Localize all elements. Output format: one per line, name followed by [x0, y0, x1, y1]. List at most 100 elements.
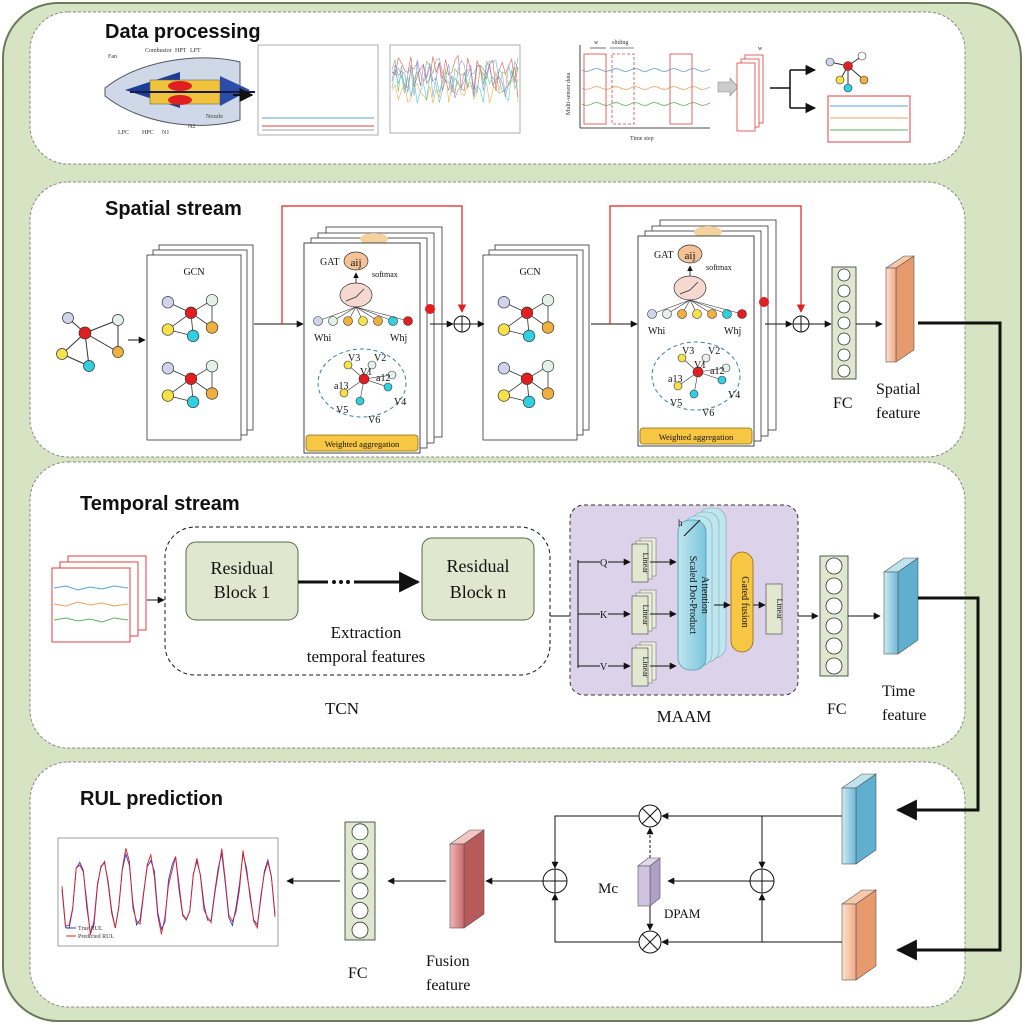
- feature-node: [722, 309, 732, 319]
- add-operator: [453, 315, 471, 333]
- weighted-aggregation-bar: [639, 427, 753, 445]
- neighbor-node: [677, 353, 687, 363]
- gat-head-dot: [425, 304, 435, 314]
- neighborhood-ring: [317, 348, 407, 418]
- fusion-feature-block: [449, 829, 485, 929]
- fusion-feature-label: Fusion: [426, 953, 470, 970]
- fc-neuron: [351, 862, 369, 880]
- residual-block-n-label: Block n: [450, 582, 507, 602]
- graph-node: [497, 389, 511, 402]
- feature-node: [692, 309, 702, 319]
- whi-label: Whi: [648, 326, 665, 337]
- normalized-sensor-plot: [389, 44, 521, 134]
- head-indicator: [683, 519, 701, 537]
- neighbor-node: [355, 396, 365, 406]
- ellipsis-dot: [332, 580, 336, 584]
- gcn-layer-sheet: [146, 254, 242, 441]
- fc-neuron: [351, 902, 369, 919]
- fc-frame: [819, 555, 849, 677]
- gat-label: GAT: [654, 250, 673, 261]
- edge-weight-label: a13: [334, 381, 348, 392]
- fc-neuron: [351, 823, 369, 841]
- fc-neuron: [837, 300, 851, 314]
- graph-node: [520, 306, 534, 319]
- engine-label: LPC: [118, 130, 129, 136]
- graph-node: [205, 387, 219, 400]
- fc-neuron: [837, 348, 851, 362]
- engine-label: Combustor: [145, 48, 172, 54]
- neighbor-node: [343, 360, 353, 370]
- edge-weight-label: a12: [376, 373, 390, 384]
- node-label: V3: [348, 353, 360, 364]
- sensor-series: [391, 54, 519, 92]
- softmax-label: softmax: [706, 263, 732, 272]
- node-label: V6: [368, 415, 380, 426]
- output-linear: [765, 583, 783, 635]
- rul-time-feature-block: [841, 773, 877, 865]
- gated-fusion: [730, 551, 754, 653]
- node-label: V5: [336, 405, 348, 416]
- neighbor-node: [673, 381, 683, 391]
- spatial-fc-label: FC: [833, 395, 853, 412]
- gat-head-sheet: [637, 235, 755, 447]
- aij-node: [677, 244, 703, 264]
- gat-head-sheet: [303, 242, 421, 454]
- node-label: V1: [694, 360, 706, 371]
- sliding-window-plot: w sliding Multi-sensor data Time step: [566, 40, 711, 142]
- linear-layer: [631, 595, 649, 635]
- attention-edge: [355, 306, 394, 322]
- section-title-temporal: Temporal stream: [80, 493, 240, 515]
- sensor-series: [581, 85, 711, 91]
- mc-block: [637, 857, 661, 907]
- fc-neuron: [351, 882, 369, 900]
- neighbor-node: [717, 375, 727, 385]
- residual-block-1-label: Residual: [211, 558, 274, 578]
- node-label: V4: [394, 397, 406, 408]
- fc-neuron: [825, 617, 843, 635]
- attention-edge: [651, 299, 691, 315]
- residual-block-1: [185, 541, 299, 621]
- engine-label: Nozzle: [206, 114, 223, 120]
- neighbor-node: [339, 388, 349, 398]
- turbofan-engine-illustration: Fan Combustor HPT LPT LPC HPC N1 N2 Nozz…: [104, 48, 255, 136]
- graph-node: [520, 372, 534, 385]
- aij-node: [343, 251, 369, 271]
- time-feature-block: [883, 557, 919, 655]
- graph-node: [205, 321, 219, 334]
- rul-prediction-plot: True RUL Predicted RUL: [57, 837, 279, 947]
- feature-node: [313, 316, 323, 326]
- ellipsis-dot: [339, 580, 343, 584]
- sensor-series: [391, 57, 519, 94]
- attention-edge: [689, 299, 728, 315]
- hollow-arrow: [717, 77, 739, 97]
- sliding-label: sliding: [612, 40, 628, 46]
- extraction-label: Extraction: [331, 623, 402, 642]
- neighbor-node: [721, 363, 731, 373]
- fc-neuron: [837, 332, 851, 346]
- feature-node: [707, 309, 717, 319]
- time-feature-route: [895, 596, 980, 821]
- x-axis-label: Time step: [630, 136, 654, 142]
- gat-head-dot: [759, 297, 769, 307]
- gcn-label: GCN: [183, 267, 204, 278]
- sensor-series: [391, 69, 519, 104]
- graph-node: [541, 387, 555, 400]
- weighted-aggregation-label: Weighted aggregation: [325, 439, 400, 449]
- attention-node: [339, 282, 373, 308]
- whj-label: Whj: [390, 333, 407, 344]
- spatial-feature-label: feature: [876, 405, 920, 422]
- residual-skip-2: [609, 205, 806, 324]
- feature-node: [358, 316, 368, 326]
- graph-node: [205, 294, 219, 307]
- add-operator: [749, 868, 775, 894]
- node-label: V6: [702, 408, 714, 419]
- graph-node: [161, 389, 175, 402]
- fc-frame: [344, 821, 376, 941]
- fusion-feature-label: feature: [426, 977, 470, 994]
- fc-neuron: [351, 843, 369, 860]
- neighbor-node: [387, 370, 397, 380]
- fc-neuron: [825, 597, 843, 615]
